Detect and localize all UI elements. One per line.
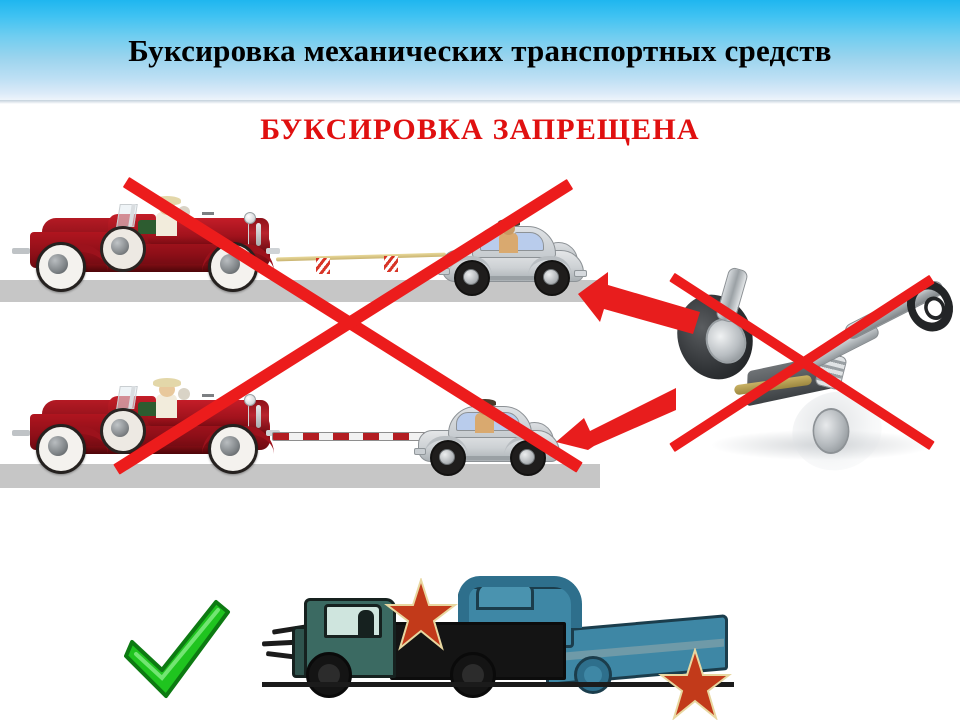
tow-truck-front-wheel <box>306 652 352 698</box>
rear-wheel <box>36 242 86 292</box>
running-board <box>64 264 212 272</box>
beetle-sill <box>442 456 518 460</box>
beetle-sill <box>466 276 542 280</box>
ground-line <box>262 682 734 687</box>
red-classic-convertible-lower <box>12 378 280 474</box>
attachment-point-marker-front <box>384 576 458 657</box>
rear-bumper <box>12 430 30 436</box>
beetle-window-front <box>514 232 544 251</box>
side-mirror <box>202 212 214 215</box>
prohibition-subtitle: БУКСИРОВКА ЗАПРЕЩЕНА <box>260 113 700 146</box>
beetle-front-wheel <box>534 260 570 296</box>
red-classic-convertible-upper <box>12 196 280 292</box>
header-band <box>0 0 960 100</box>
side-mirror <box>202 394 214 397</box>
flexible-tow-rope <box>275 252 447 262</box>
rear-bumper <box>12 248 30 254</box>
tow-truck-boom-frame <box>458 576 582 628</box>
towed-truck-wheel <box>574 656 612 694</box>
car-grille <box>248 400 269 434</box>
scene-tow-truck <box>261 560 734 720</box>
arrow-to-towed-beetle-top <box>578 272 700 334</box>
header-shadow <box>0 100 960 104</box>
arrow-to-towed-beetle-bottom <box>556 388 676 450</box>
beetle-rear-arch <box>424 436 468 456</box>
beetle-rear-wheel <box>430 440 466 476</box>
allowed-check-mark <box>118 596 234 709</box>
rope-warning-flag <box>384 256 398 272</box>
beetle-front-bumper <box>574 270 587 277</box>
tow-truck-rear-wheel <box>450 652 496 698</box>
beetle-front-arch <box>528 256 572 276</box>
rear-wheel <box>36 424 86 474</box>
spare-wheel <box>100 226 146 272</box>
page-title: Буксировка механических транспортных сре… <box>128 33 832 68</box>
rope-warning-flag <box>316 258 330 274</box>
spare-wheel <box>100 408 146 454</box>
driver-torso <box>156 394 177 418</box>
front-bumper <box>266 248 280 254</box>
road-strip-lower <box>0 464 600 488</box>
beetle-rear-bumper <box>414 448 426 455</box>
beetle-rear-wheel <box>454 260 490 296</box>
headlamp-icon <box>244 394 256 406</box>
front-wheel <box>208 424 258 474</box>
scene-steering-assembly <box>665 266 960 480</box>
car-grille <box>248 218 269 252</box>
beetle-driver-torso <box>499 233 518 253</box>
headlamp-icon <box>244 212 256 224</box>
tow-truck-driver <box>358 610 374 636</box>
scene-rigid-coupling <box>0 362 640 490</box>
rigid-tow-bar <box>272 432 432 441</box>
attachment-point-marker-rear <box>658 646 732 720</box>
driver-hat <box>153 378 181 387</box>
passenger-head <box>178 388 190 400</box>
beetle-rear-arch <box>448 256 492 276</box>
